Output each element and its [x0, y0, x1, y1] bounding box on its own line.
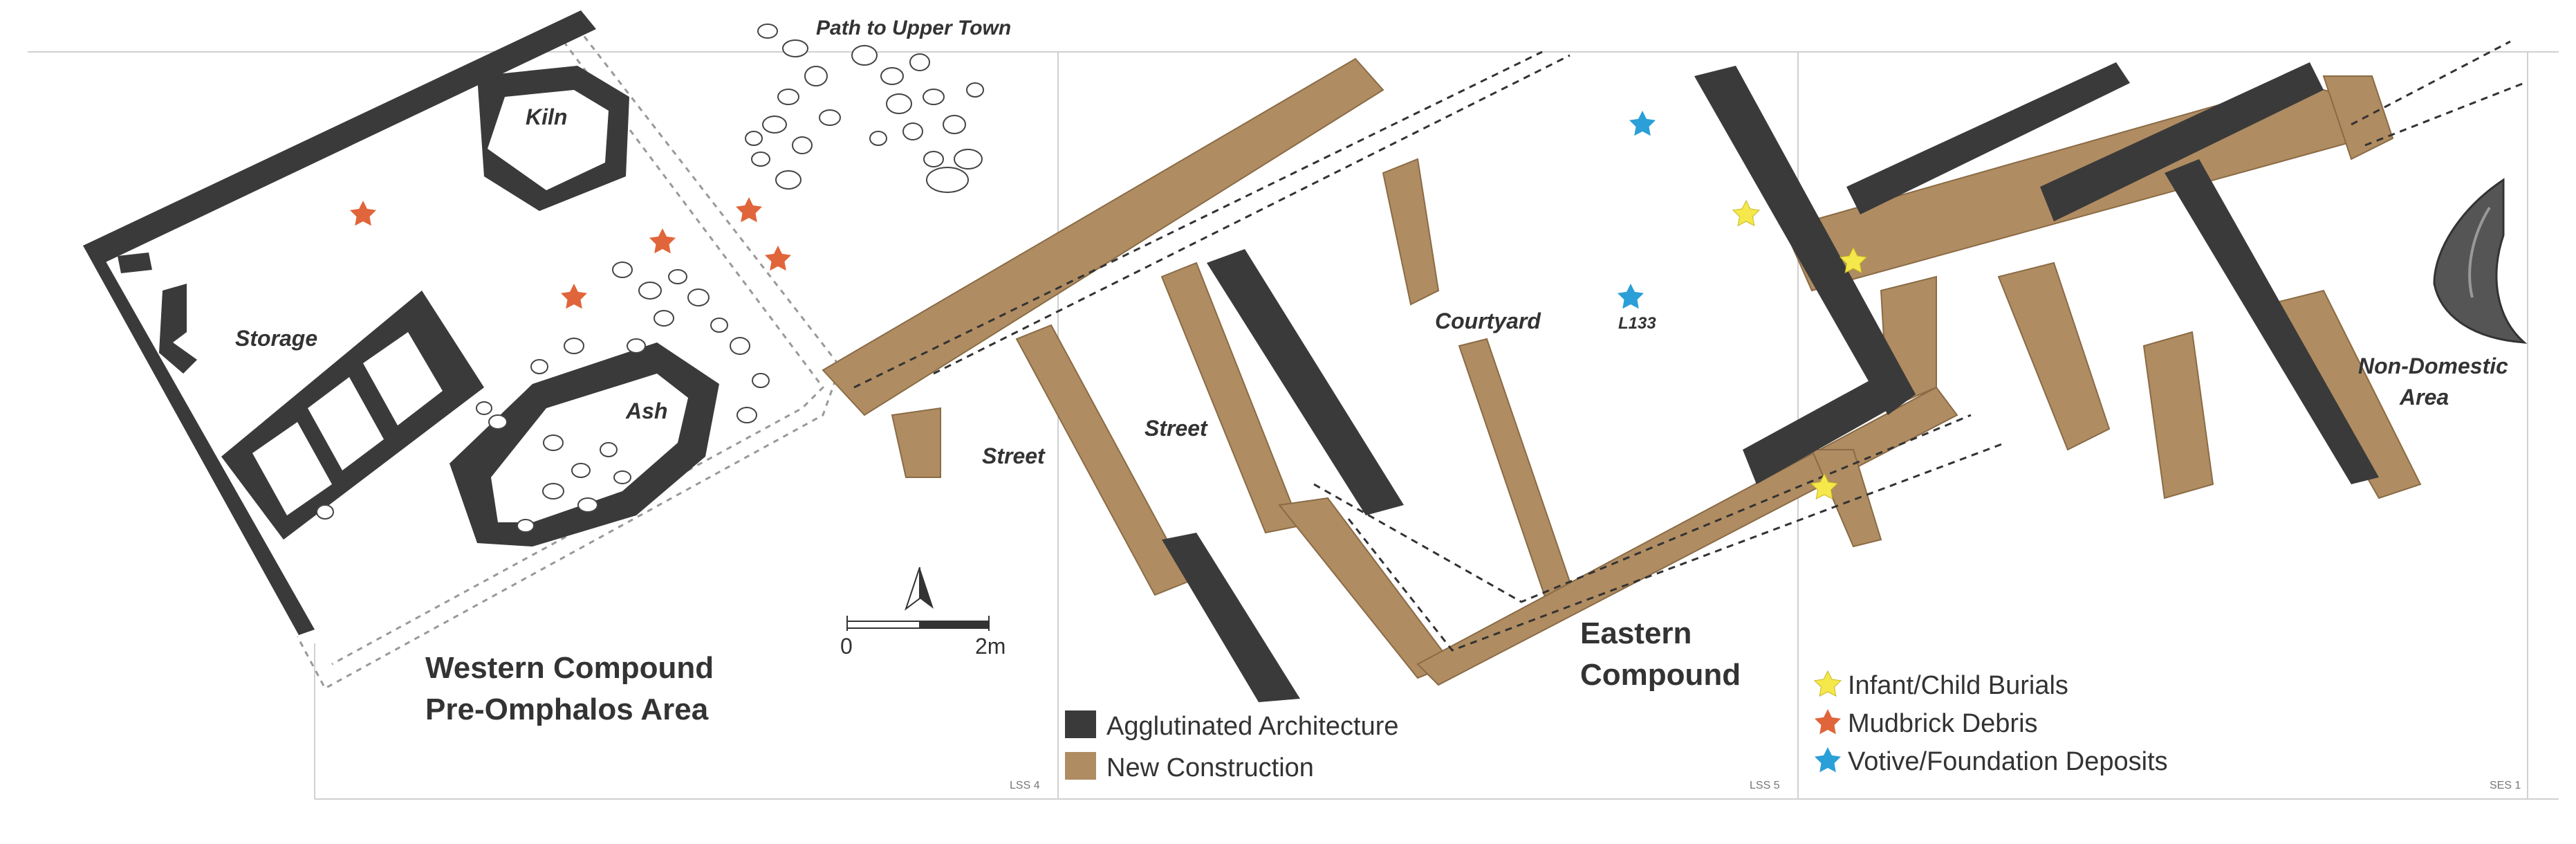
legend-label-votive: Votive/Foundation Deposits: [1848, 747, 2168, 776]
grid-label-lss5: LSS 5: [1750, 780, 1780, 791]
east-room-c: [2142, 331, 2214, 499]
dark-wall-cross: [1743, 367, 1916, 484]
east-wall-tip: [2322, 75, 2394, 160]
votive-markers: [1618, 111, 1656, 309]
scale-end-label: 2m: [975, 634, 1006, 659]
main-street-strip: [822, 57, 1384, 416]
path-label: Path to Upper Town: [816, 17, 1011, 39]
ash-pit-wall: [450, 342, 719, 547]
legend-label-burials: Infant/Child Burials: [1848, 671, 2068, 700]
eastern-compound-title: Eastern: [1580, 616, 1692, 650]
street-east-label: Street: [1145, 416, 1208, 441]
south-branch: [1810, 449, 1882, 548]
legend-label-mudbrick: Mudbrick Debris: [1848, 709, 2038, 738]
non-domestic-sub-label: Area: [2399, 385, 2449, 410]
legend-swatch-new-construction: [1065, 752, 1096, 780]
dark-wall-north: [1846, 62, 2130, 214]
street-wall-b: [1160, 262, 1301, 534]
courtyard-label: Courtyard: [1435, 309, 1541, 333]
legend-label-new-construction: New Construction: [1106, 753, 1314, 782]
dark-wall-east: [2165, 159, 2379, 484]
west-cross-wall: [891, 407, 941, 478]
legend-markers: Infant/Child Burials Mudbrick Debris Vot…: [1814, 670, 2168, 776]
grid-label-ses1: SES 1: [2490, 780, 2521, 791]
locus-label: L133: [1618, 314, 1656, 333]
kiln-enclosure: [477, 66, 629, 211]
dark-wall-courtyard: [1694, 66, 1916, 415]
legend-swatch-agglutinated: [1065, 710, 1096, 738]
kiln-label: Kiln: [526, 104, 567, 129]
western-compound-title: Western Compound: [425, 651, 714, 685]
western-compound-subtitle: Pre-Omphalos Area: [425, 692, 709, 726]
legend-architecture: Agglutinated Architecture New Constructi…: [1065, 710, 1399, 782]
storage-bins: [221, 291, 484, 540]
grid-label-lss4: LSS 4: [1010, 780, 1040, 791]
legend-star-votive: [1815, 747, 1841, 773]
dashed-routes: [853, 40, 2525, 652]
legend-star-burials: [1814, 670, 1842, 697]
western-walls: [83, 10, 719, 635]
dark-wall-street: [1207, 249, 1404, 515]
scale-bar: [846, 616, 990, 631]
street-wall-c: [1278, 497, 1454, 679]
east-room-b: [1997, 262, 2111, 451]
street-west-label: Street: [982, 443, 1046, 468]
dark-wall-south: [1162, 533, 1300, 702]
legend-label-agglutinated: Agglutinated Architecture: [1106, 712, 1399, 741]
western-boundary: [296, 27, 842, 690]
ash-label: Ash: [625, 398, 667, 423]
courtyard-post: [1382, 158, 1440, 306]
western-north-wall: [83, 10, 596, 266]
storage-features: [118, 253, 197, 374]
courtyard-inner: [1458, 338, 1578, 610]
agglutinated-architecture: [1162, 62, 2379, 702]
vessel-drawing: [2433, 178, 2528, 344]
mudbrick-markers: [350, 197, 791, 309]
western-west-wall: [83, 246, 315, 635]
scale-start-label: 0: [840, 634, 853, 659]
eastern-compound-subtitle: Compound: [1580, 658, 1741, 692]
storage-label: Storage: [235, 326, 317, 351]
stone-rubble: [316, 24, 984, 533]
legend-star-mudbrick: [1815, 709, 1841, 735]
non-domestic-label: Non-Domestic: [2358, 354, 2508, 378]
north-arrow-icon: [905, 567, 934, 611]
dark-wall-northeast: [2040, 62, 2324, 221]
